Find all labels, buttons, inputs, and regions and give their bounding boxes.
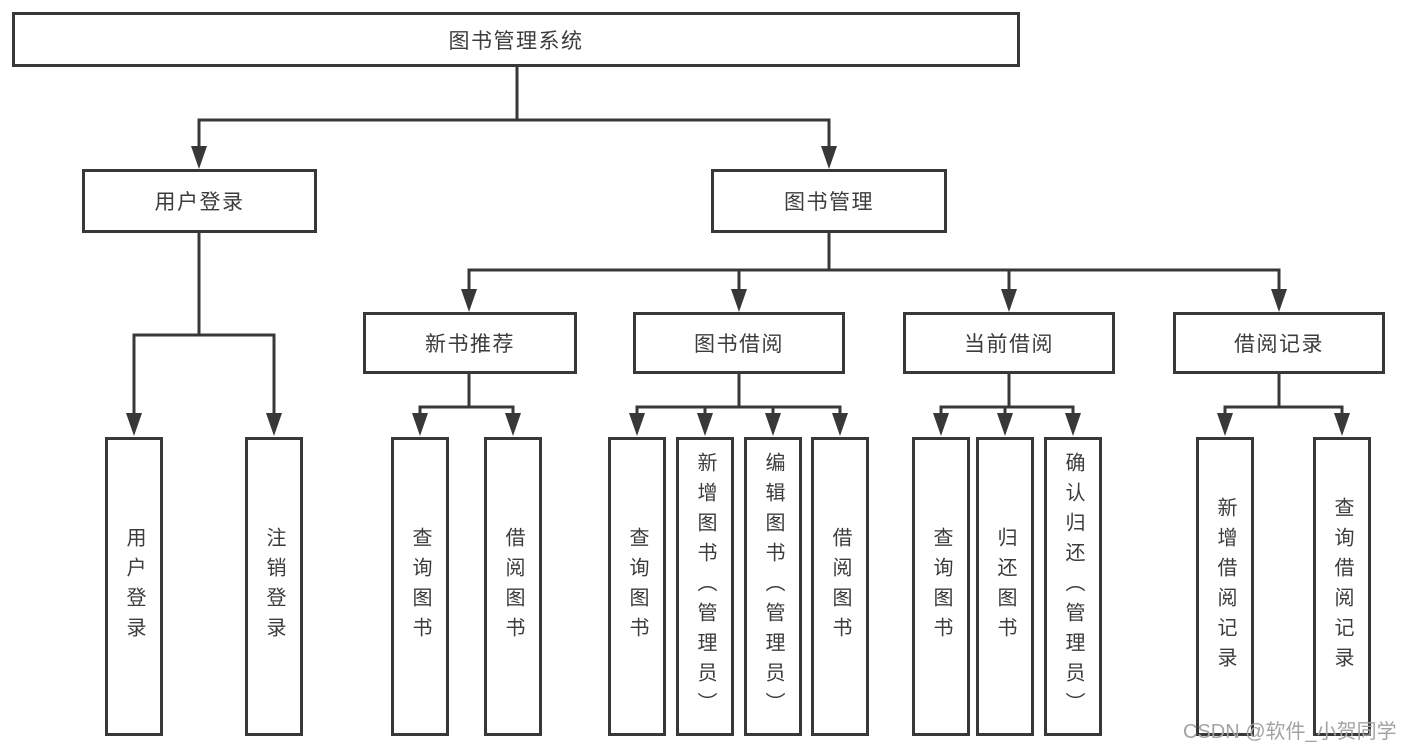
leaf-query-borrow-record-label: 查询借阅记录 — [1331, 496, 1353, 677]
node-borrow-record-label: 借阅记录 — [1234, 333, 1324, 356]
leaf-query-books-recommend-label: 查询图书 — [409, 526, 431, 647]
connector-current-borrow-children — [933, 374, 1081, 436]
node-current-borrow: 当前借阅 — [903, 312, 1115, 374]
leaf-query-borrow-record: 查询借阅记录 — [1313, 437, 1371, 736]
leaf-add-borrow-record-label: 新增借阅记录 — [1214, 496, 1236, 677]
leaf-add-borrow-record: 新增借阅记录 — [1196, 437, 1254, 736]
node-current-borrow-label: 当前借阅 — [964, 333, 1054, 356]
connector-new-book-children — [412, 374, 521, 436]
leaf-return-book: 归还图书 — [976, 437, 1034, 736]
node-borrow-record: 借阅记录 — [1173, 312, 1385, 374]
leaf-confirm-return-admin-label: 确认归还（管理员） — [1062, 451, 1084, 722]
node-new-book-recommend-label: 新书推荐 — [425, 333, 515, 356]
node-user-login: 用户登录 — [82, 169, 317, 233]
leaf-confirm-return-admin: 确认归还（管理员） — [1044, 437, 1102, 736]
leaf-borrow-book: 借阅图书 — [811, 437, 869, 736]
leaf-add-book-admin-label: 新增图书（管理员） — [694, 451, 716, 722]
leaf-query-books-current-label: 查询图书 — [930, 526, 952, 647]
node-root-label: 图书管理系统 — [448, 29, 584, 53]
node-book-borrow-label: 图书借阅 — [694, 333, 784, 356]
leaf-borrow-book-label: 借阅图书 — [829, 526, 851, 647]
leaf-user-login: 用户登录 — [105, 437, 163, 736]
leaf-return-book-label: 归还图书 — [994, 526, 1016, 647]
leaf-query-books-borrow: 查询图书 — [608, 437, 666, 736]
node-book-management: 图书管理 — [711, 169, 947, 233]
leaf-edit-book-admin-label: 编辑图书（管理员） — [762, 451, 784, 722]
leaf-logout: 注销登录 — [245, 437, 303, 736]
node-book-borrow: 图书借阅 — [633, 312, 845, 374]
leaf-query-books-recommend: 查询图书 — [391, 437, 449, 736]
leaf-add-book-admin: 新增图书（管理员） — [676, 437, 734, 736]
csdn-watermark: CSDN @软件_小贺同学 — [1183, 721, 1397, 743]
leaf-query-books-borrow-label: 查询图书 — [626, 526, 648, 647]
node-book-management-label: 图书管理 — [784, 191, 874, 214]
leaf-user-login-label: 用户登录 — [123, 526, 145, 647]
connector-book-mgmt-children — [461, 233, 1287, 312]
connector-root-to-level2 — [191, 67, 837, 169]
node-root: 图书管理系统 — [12, 12, 1020, 67]
leaf-borrow-books-recommend-label: 借阅图书 — [502, 526, 524, 647]
connector-book-borrow-children — [629, 374, 848, 436]
node-new-book-recommend: 新书推荐 — [363, 312, 577, 374]
connector-user-login-children — [126, 233, 282, 436]
leaf-edit-book-admin: 编辑图书（管理员） — [744, 437, 802, 736]
connector-borrow-record-children — [1217, 374, 1350, 436]
leaf-borrow-books-recommend: 借阅图书 — [484, 437, 542, 736]
node-user-login-label: 用户登录 — [154, 191, 245, 214]
leaf-logout-label: 注销登录 — [263, 526, 285, 647]
leaf-query-books-current: 查询图书 — [912, 437, 970, 736]
